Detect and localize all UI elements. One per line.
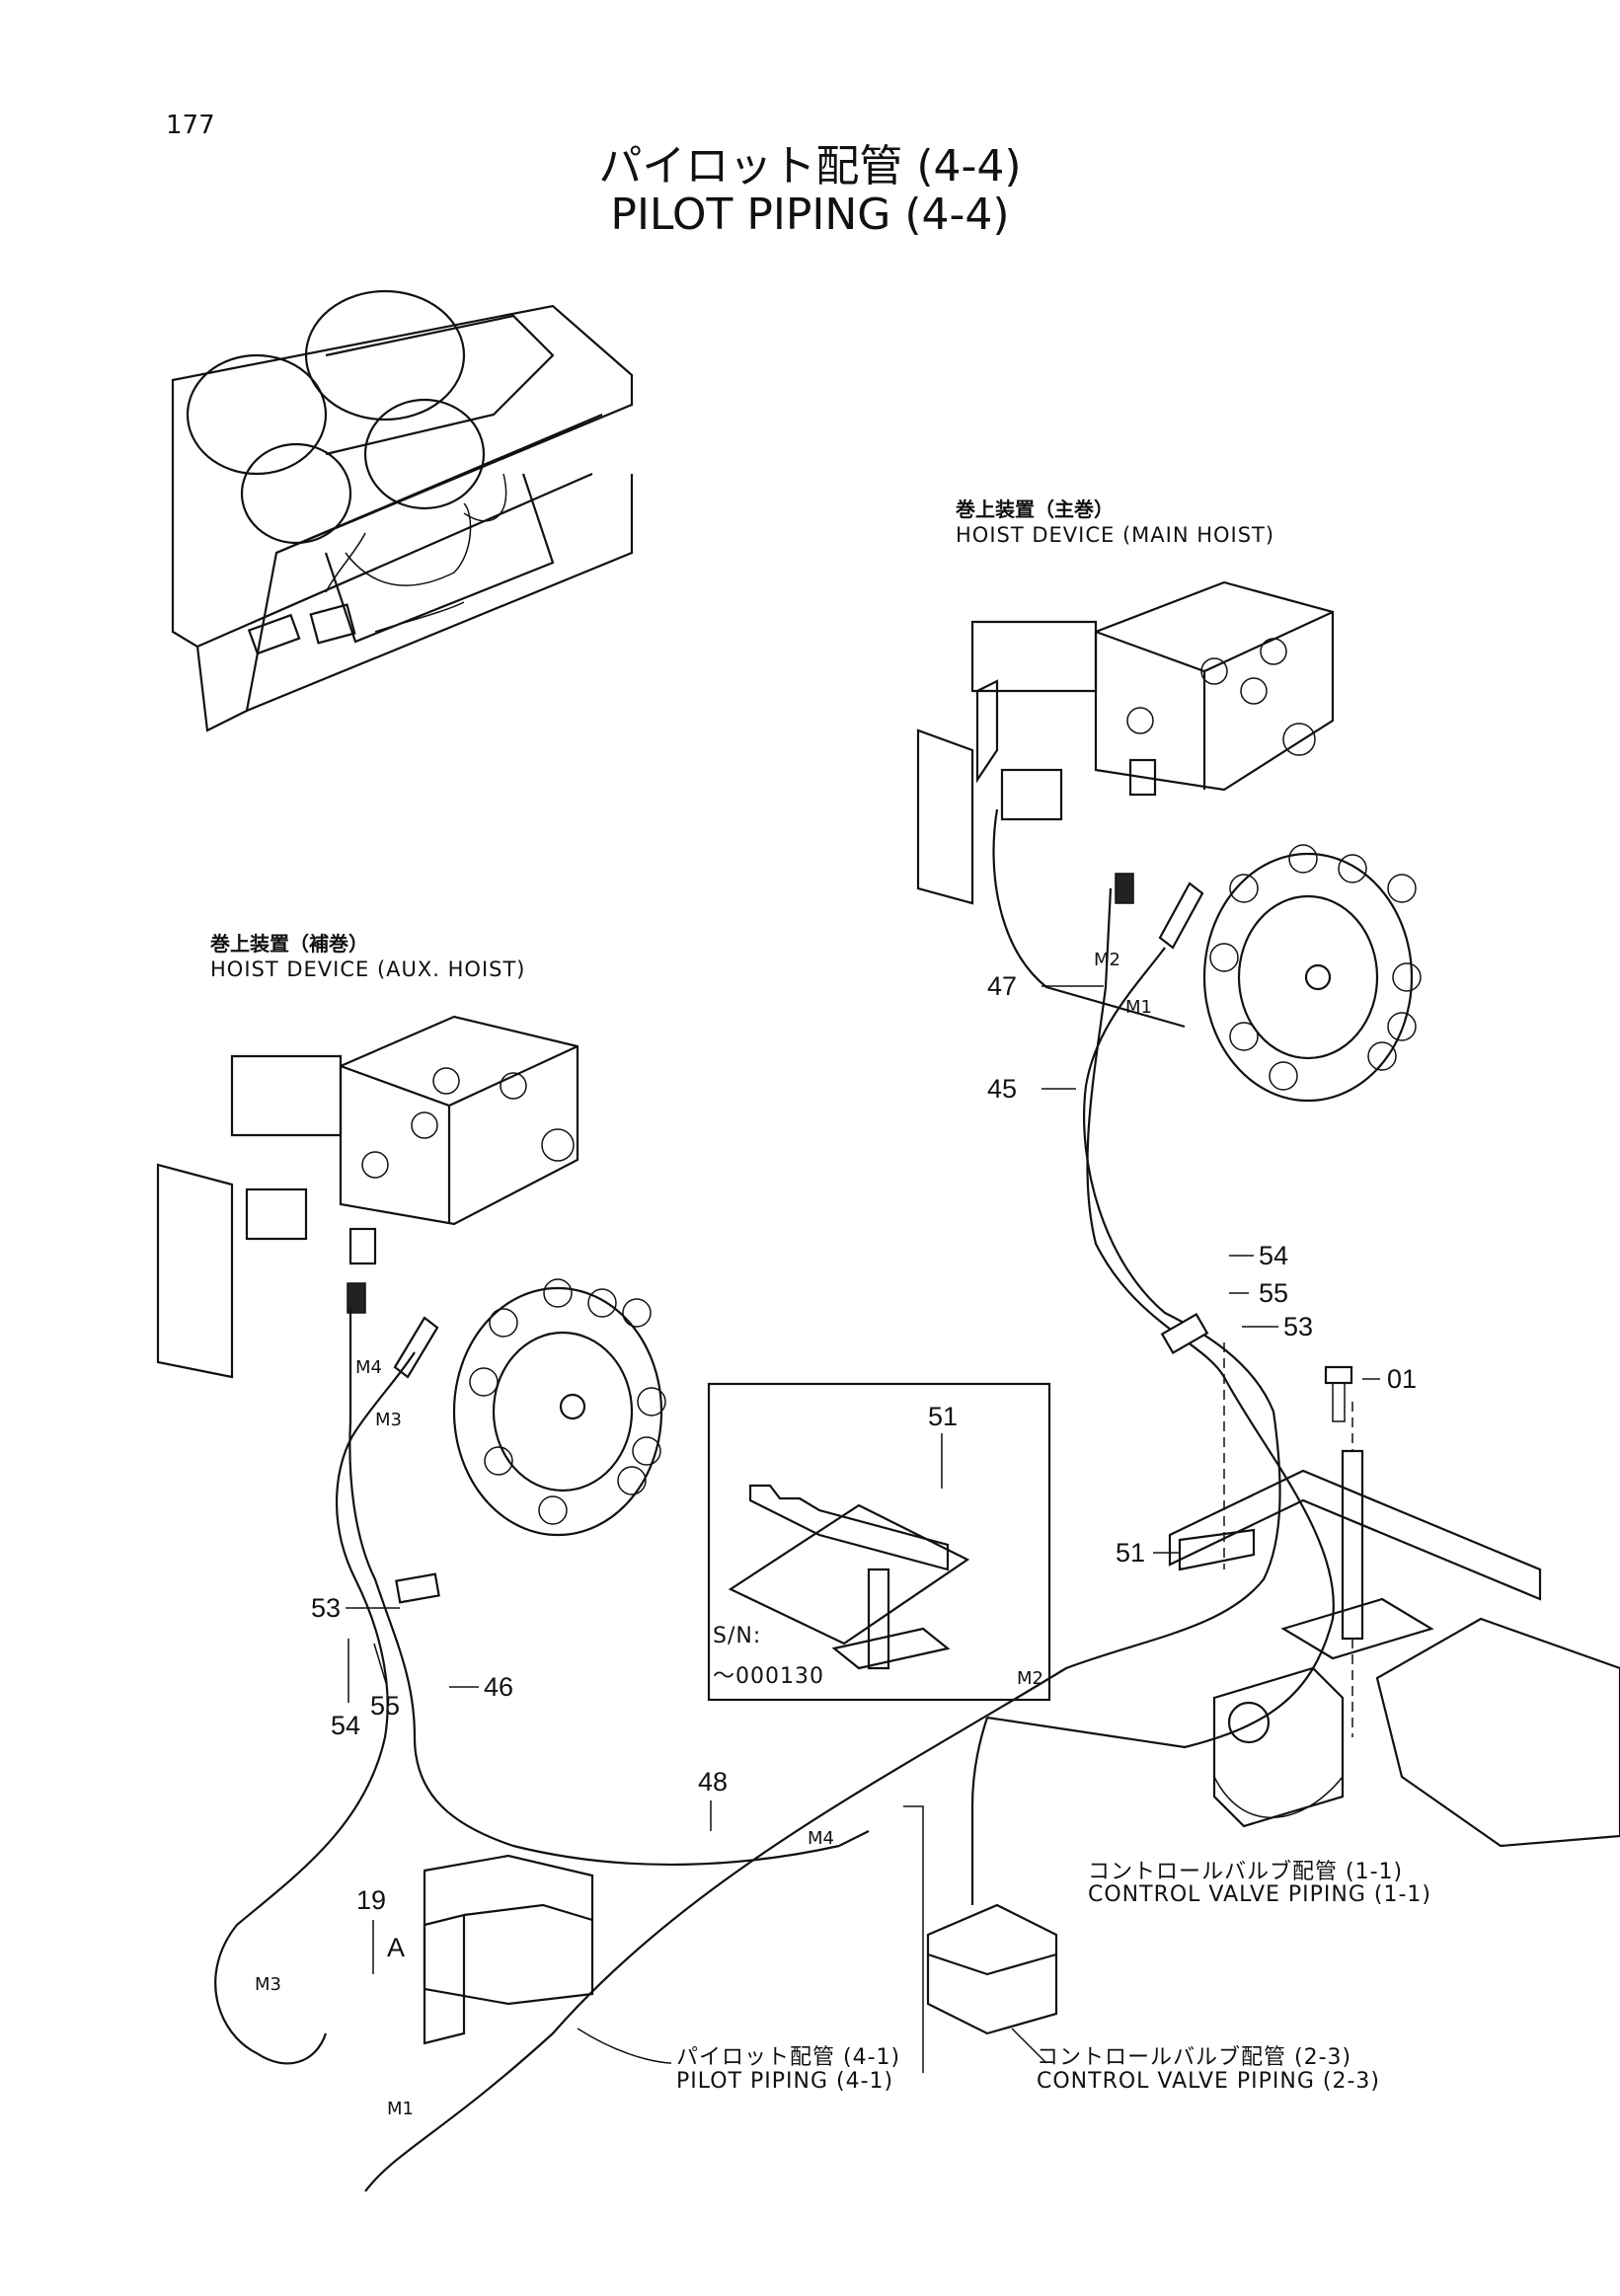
inset-part-51: 51 xyxy=(928,1402,959,1431)
part-53-left: 53 xyxy=(311,1593,342,1623)
bracket-51-assembly xyxy=(1168,1342,1542,1737)
serial-label: S/N: xyxy=(713,1624,762,1648)
part-47: 47 xyxy=(987,971,1018,1001)
control-valve-11-caption-en: CONTROL VALVE PIPING (1-1) xyxy=(1088,1882,1432,1907)
part-51: 51 xyxy=(1116,1538,1146,1568)
part-55-left: 55 xyxy=(370,1691,401,1721)
serial-value: ～000130 xyxy=(713,1664,824,1689)
port-m4-aux: M4 xyxy=(355,1357,382,1378)
port-m3-bottom: M3 xyxy=(255,1974,281,1995)
port-m4-mid: M4 xyxy=(808,1828,834,1849)
overview-machine-sketch xyxy=(171,289,634,732)
aux-hoist-motor xyxy=(156,1015,666,1537)
main-hoist-caption-jp: 巻上装置（主巻） xyxy=(956,497,1114,521)
hoses xyxy=(214,887,1335,2192)
detail-a-label: A xyxy=(387,1933,406,1962)
part-54-left: 54 xyxy=(331,1711,361,1740)
port-m1-bottom: M1 xyxy=(387,2099,414,2119)
control-valve-11-caption-jp: コントロールバルブ配管 (1-1) xyxy=(1088,1860,1404,1884)
page-number: 177 xyxy=(166,111,215,140)
page-title-english: PILOT PIPING (4-4) xyxy=(610,190,1010,240)
part-53-top: 53 xyxy=(1283,1312,1314,1341)
control-valve-23-caption-jp: コントロールバルブ配管 (2-3) xyxy=(1037,2045,1352,2070)
inset-detail-box xyxy=(707,1382,1051,1702)
aux-hoist-caption-jp: 巻上装置（補巻） xyxy=(210,932,368,956)
part-48: 48 xyxy=(698,1767,729,1797)
control-valve-23-caption-en: CONTROL VALVE PIPING (2-3) xyxy=(1037,2069,1381,2094)
pilot-valve-blocks xyxy=(423,1854,1058,2045)
main-hoist-motor xyxy=(916,580,1422,1103)
port-m3-aux: M3 xyxy=(375,1410,402,1430)
control-valve-sketch xyxy=(1212,1617,1620,1848)
main-hoist-caption-en: HOIST DEVICE (MAIN HOIST) xyxy=(956,523,1275,547)
pilot-piping-41-caption-en: PILOT PIPING (4-1) xyxy=(676,2069,894,2094)
part-46: 46 xyxy=(484,1672,514,1702)
port-m2-mid: M2 xyxy=(1017,1668,1043,1689)
part-19: 19 xyxy=(356,1885,387,1915)
pilot-piping-41-caption-jp: パイロット配管 (4-1) xyxy=(676,2045,901,2070)
part-54-top: 54 xyxy=(1259,1241,1289,1270)
aux-hoist-caption-en: HOIST DEVICE (AUX. HOIST) xyxy=(210,957,526,981)
part-55-top: 55 xyxy=(1259,1278,1289,1308)
port-m2-main: M2 xyxy=(1094,950,1120,970)
part-01: 01 xyxy=(1387,1364,1418,1394)
leader-lines xyxy=(346,985,1380,2073)
part-45: 45 xyxy=(987,1074,1018,1104)
page-title-japanese: パイロット配管 (4-4) xyxy=(598,141,1022,191)
port-m1-main: M1 xyxy=(1125,997,1152,1018)
